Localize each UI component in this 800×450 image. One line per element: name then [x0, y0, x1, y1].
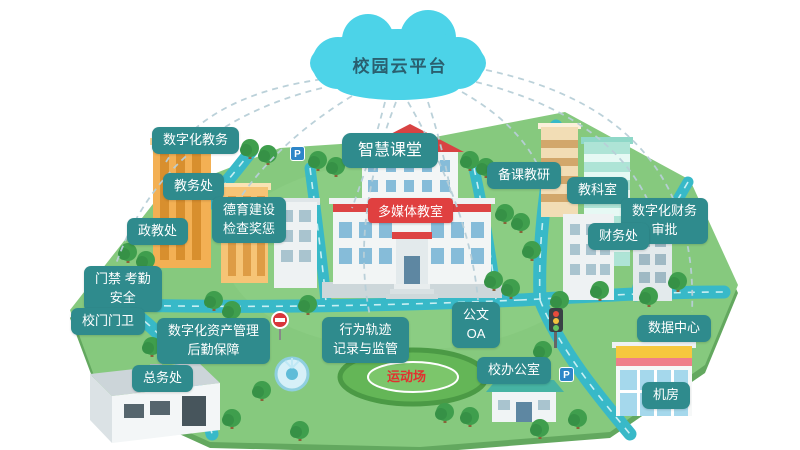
building-small-office: [486, 380, 564, 422]
traffic-light-icon: [549, 308, 563, 348]
cloud-connection-lines: [107, 69, 694, 317]
label-general-affairs-office: 总务处: [132, 365, 194, 392]
label-asset-management-logistics: 数字化资产管理 后勤保障: [157, 318, 271, 364]
label-behavior-tracking: 行为轨迹 记录与监管: [322, 317, 410, 363]
label-moral-education: 德育建设 检查奖惩: [212, 197, 287, 243]
label-political-education-office: 政教处: [127, 218, 189, 245]
label-academic-affairs-office: 教务处: [163, 173, 225, 200]
sports-field-label: 运动场: [387, 369, 427, 384]
label-server-room: 机房: [642, 382, 691, 409]
label-digital-academics: 数字化教务: [152, 127, 240, 154]
cloud-platform-title: 校园云平台: [352, 57, 448, 76]
label-teaching-research-office: 教科室: [567, 177, 629, 204]
label-lesson-prep-research: 备课教研: [487, 162, 562, 189]
label-data-center: 数据中心: [637, 315, 712, 342]
multimedia-classroom-banner: 多媒体教室: [368, 198, 454, 223]
label-finance-office: 财务处: [588, 223, 650, 250]
label-smart-classroom: 智慧课堂: [342, 133, 439, 169]
building-left-tower-1: [150, 138, 214, 268]
label-gate-guard: 校门门卫: [71, 308, 146, 335]
parking-icon: P: [559, 367, 574, 382]
label-official-docs-oa: 公文 OA: [452, 302, 501, 348]
cloud-shape: [310, 10, 486, 100]
label-access-attendance-safety: 门禁 考勤 安全: [84, 266, 162, 312]
label-school-office: 校办公室: [477, 357, 552, 384]
fountain: [274, 356, 310, 392]
parking-icon: P: [290, 146, 305, 161]
no-entry-sign-icon: [271, 311, 289, 340]
